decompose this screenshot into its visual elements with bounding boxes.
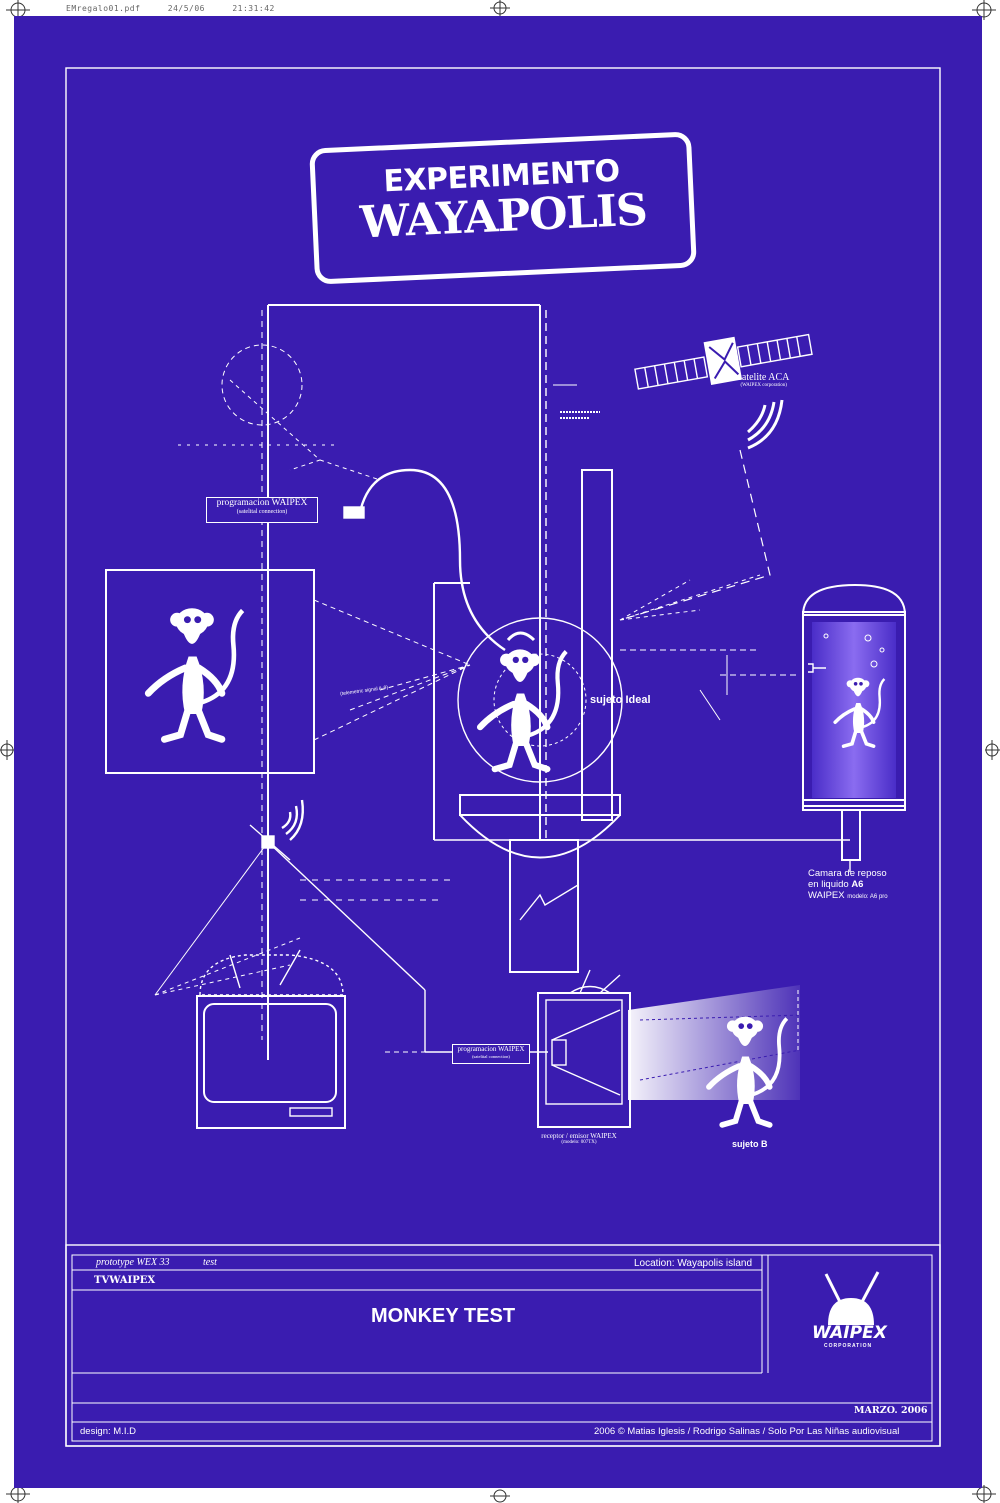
signal-waves-icon — [747, 399, 784, 450]
test-text: test — [203, 1257, 217, 1268]
cable — [358, 468, 506, 651]
programacion-top-label: programacion WAIPEX (satelital connectio… — [206, 497, 318, 523]
television-icon — [196, 949, 346, 1129]
pedestal — [509, 839, 579, 973]
file-name: EMregalo01.pdf — [66, 4, 141, 13]
signal-waves-icon — [281, 799, 304, 841]
projector-icon — [537, 969, 631, 1128]
monkey-figure-icon — [480, 649, 566, 769]
sphere-chamber — [457, 617, 623, 783]
title-stamp: EXPERIMENTO WAYAPOLIS — [309, 131, 697, 285]
registration-mark-icon — [972, 0, 996, 20]
satellite-label: satelite ACA (WAIPEX corporation) — [738, 372, 790, 388]
location-text: Location: Wayapolis island — [634, 1258, 753, 1269]
date-text: MARZO. 2006 — [854, 1405, 928, 1416]
title-block-frame — [65, 1244, 941, 1447]
registration-mark-icon — [490, 0, 510, 16]
vertical-column — [581, 469, 613, 821]
registration-mark-icon — [0, 740, 14, 760]
registration-mark-icon — [985, 740, 1000, 760]
design-text: design: M.I.D — [80, 1426, 136, 1437]
registration-mark-icon — [490, 1489, 510, 1503]
sujeto-b-label: sujeto B — [732, 1139, 768, 1149]
left-monitor-frame — [105, 569, 315, 774]
camara-label: Camara de reposo en liquido A6 WAIPEX mo… — [808, 868, 888, 901]
file-date: 24/5/06 — [167, 4, 205, 13]
dashed-lens-circle — [221, 344, 303, 426]
code-text: TVWAIPEX — [94, 1275, 156, 1286]
receptor-label: receptor / emisor WAIPEX (modelo: 007TX) — [541, 1132, 617, 1145]
file-header: EMregalo01.pdf 24/5/06 21:31:42 — [66, 4, 297, 13]
registration-mark-icon — [972, 1485, 996, 1503]
monkey-figure-icon — [148, 608, 242, 739]
title-block-inner — [71, 1254, 933, 1442]
waipex-logo-sub: CORPORATION — [824, 1343, 873, 1349]
waipex-logo-icon — [824, 1271, 880, 1325]
waipex-logo-text: WAIPEX — [812, 1323, 887, 1343]
monkey-test-title: MONKEY TEST — [370, 1305, 516, 1327]
prototype-text: prototype WEX 33 — [96, 1257, 170, 1268]
satellite-icon — [634, 333, 813, 390]
sujeto-ideal-label: sujeto Ideal — [590, 694, 651, 706]
credits-text: 2006 © Matias Iglesis / Rodrigo Salinas … — [594, 1426, 900, 1437]
programacion-bottom-label: programacion WAIPEX (satelital connectio… — [452, 1044, 530, 1064]
registration-mark-icon — [6, 1485, 30, 1503]
file-time: 21:31:42 — [232, 4, 275, 13]
